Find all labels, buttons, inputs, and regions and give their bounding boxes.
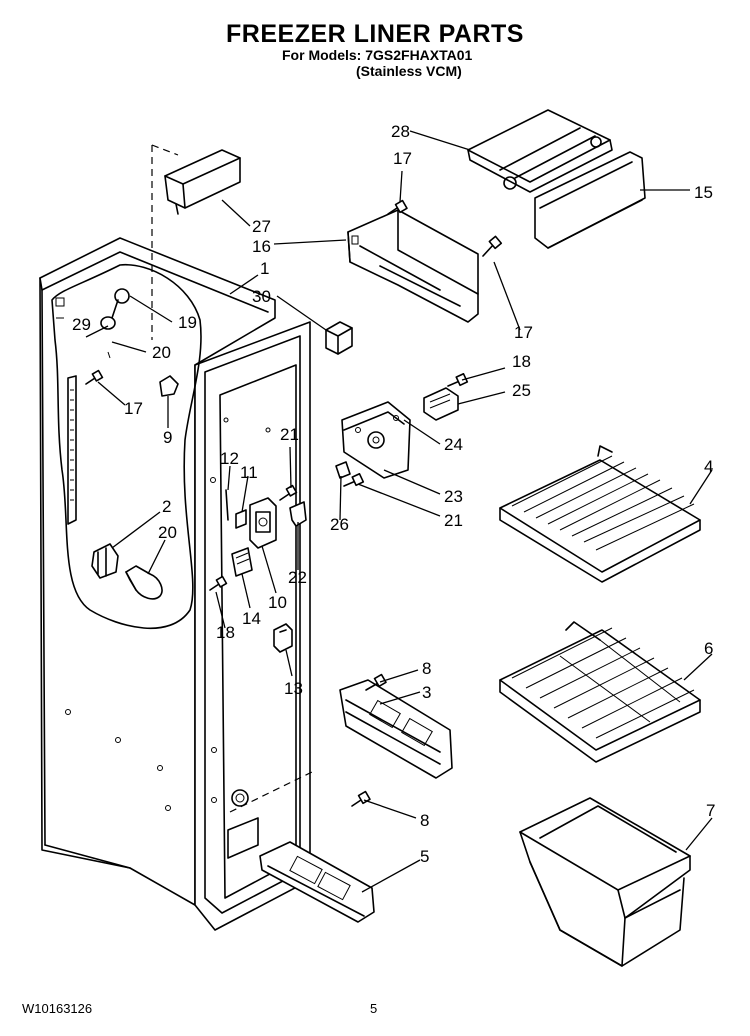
part-14-board [231,547,253,577]
part-28-hinge-cover [467,109,613,193]
part-11-switch [235,509,247,529]
part-16-housing [347,209,479,323]
callout-25: 25 [512,381,531,400]
callout-20: 20 [152,343,171,362]
part-30-clip [325,321,353,355]
screw-18-control [209,575,228,591]
callout-10: 10 [268,593,287,612]
callout-13: 13 [284,679,303,698]
part-9-bracket [159,375,179,397]
part-26-grommet [335,461,351,479]
callout-1: 1 [260,259,269,278]
callout-3: 3 [422,683,431,702]
callout-4: 4 [704,457,713,476]
callout-12: 12 [220,449,239,468]
part-7-bin [519,797,691,967]
part-10-control-housing [249,497,277,549]
page-number: 5 [370,1001,378,1016]
part-20-bulb [125,565,163,600]
freezer-liner-cabinet [39,237,311,931]
callout-2: 2 [162,497,171,516]
part-5-lower-duct [259,841,375,923]
diagram-header: FREEZER LINER PARTS For Models: 7GS2FHAX… [0,0,750,90]
screw-18-right [447,372,469,387]
assembly-line [151,144,179,156]
callout-11: 11 [240,463,258,482]
part-24-housing [341,401,411,479]
callout-16: 16 [252,237,271,256]
callout-6: 6 [704,639,713,658]
screw-8-lower [351,790,371,807]
part-27-cover [164,149,241,215]
part-25-bracket [423,387,459,421]
screw-17-right [482,235,503,257]
leader-lines [85,130,713,893]
page-title: FREEZER LINER PARTS [226,20,524,48]
screw-21-control [279,484,298,501]
part-2-lamp-socket [91,543,119,579]
part-15-trim [534,151,646,249]
callout-17: 17 [124,399,143,418]
assembly-line [229,771,313,813]
callout-9: 9 [163,428,172,447]
wall-marks [55,297,111,359]
callout-17: 17 [393,149,412,168]
screw-17-top [387,199,408,215]
callout-17: 17 [514,323,533,342]
callout-22: 22 [288,568,307,587]
callout-18: 18 [216,623,235,642]
part-19-socket [100,288,130,330]
models-line: For Models: 7GS2FHAXTA01 [282,47,473,63]
callout-27: 27 [252,217,271,236]
part-13-connector [273,623,293,653]
part-12-pin [225,489,229,521]
callout-23: 23 [444,487,463,506]
callout-8: 8 [420,811,429,830]
part-29-strip [67,375,77,525]
callout-labels: 28 17 15 27 16 1 30 19 29 20 17 17 9 18 … [72,122,715,866]
models-subtitle: (Stainless VCM) [356,63,462,79]
callout-14: 14 [242,609,261,628]
screw-17-left [85,369,104,385]
part-22-clip [289,501,307,527]
callout-18: 18 [512,352,531,371]
callout-28: 28 [391,122,410,141]
callout-30: 30 [252,287,271,306]
screw-8-upper [365,673,387,691]
callout-21: 21 [444,511,463,530]
callout-24: 24 [444,435,463,454]
part-4-glass-shelf [499,445,701,583]
callout-15: 15 [694,183,713,202]
part-6-wire-shelf [499,621,701,763]
callout-7: 7 [706,801,715,820]
callout-29: 29 [72,315,91,334]
callout-20: 20 [158,523,177,542]
callout-26: 26 [330,515,349,534]
callout-8: 8 [422,659,431,678]
callout-21: 21 [280,425,299,444]
part-3-duct [339,679,453,779]
screw-21-right [343,472,365,487]
callout-5: 5 [420,847,429,866]
callout-19: 19 [178,313,197,332]
document-number: W10163126 [22,1001,93,1016]
